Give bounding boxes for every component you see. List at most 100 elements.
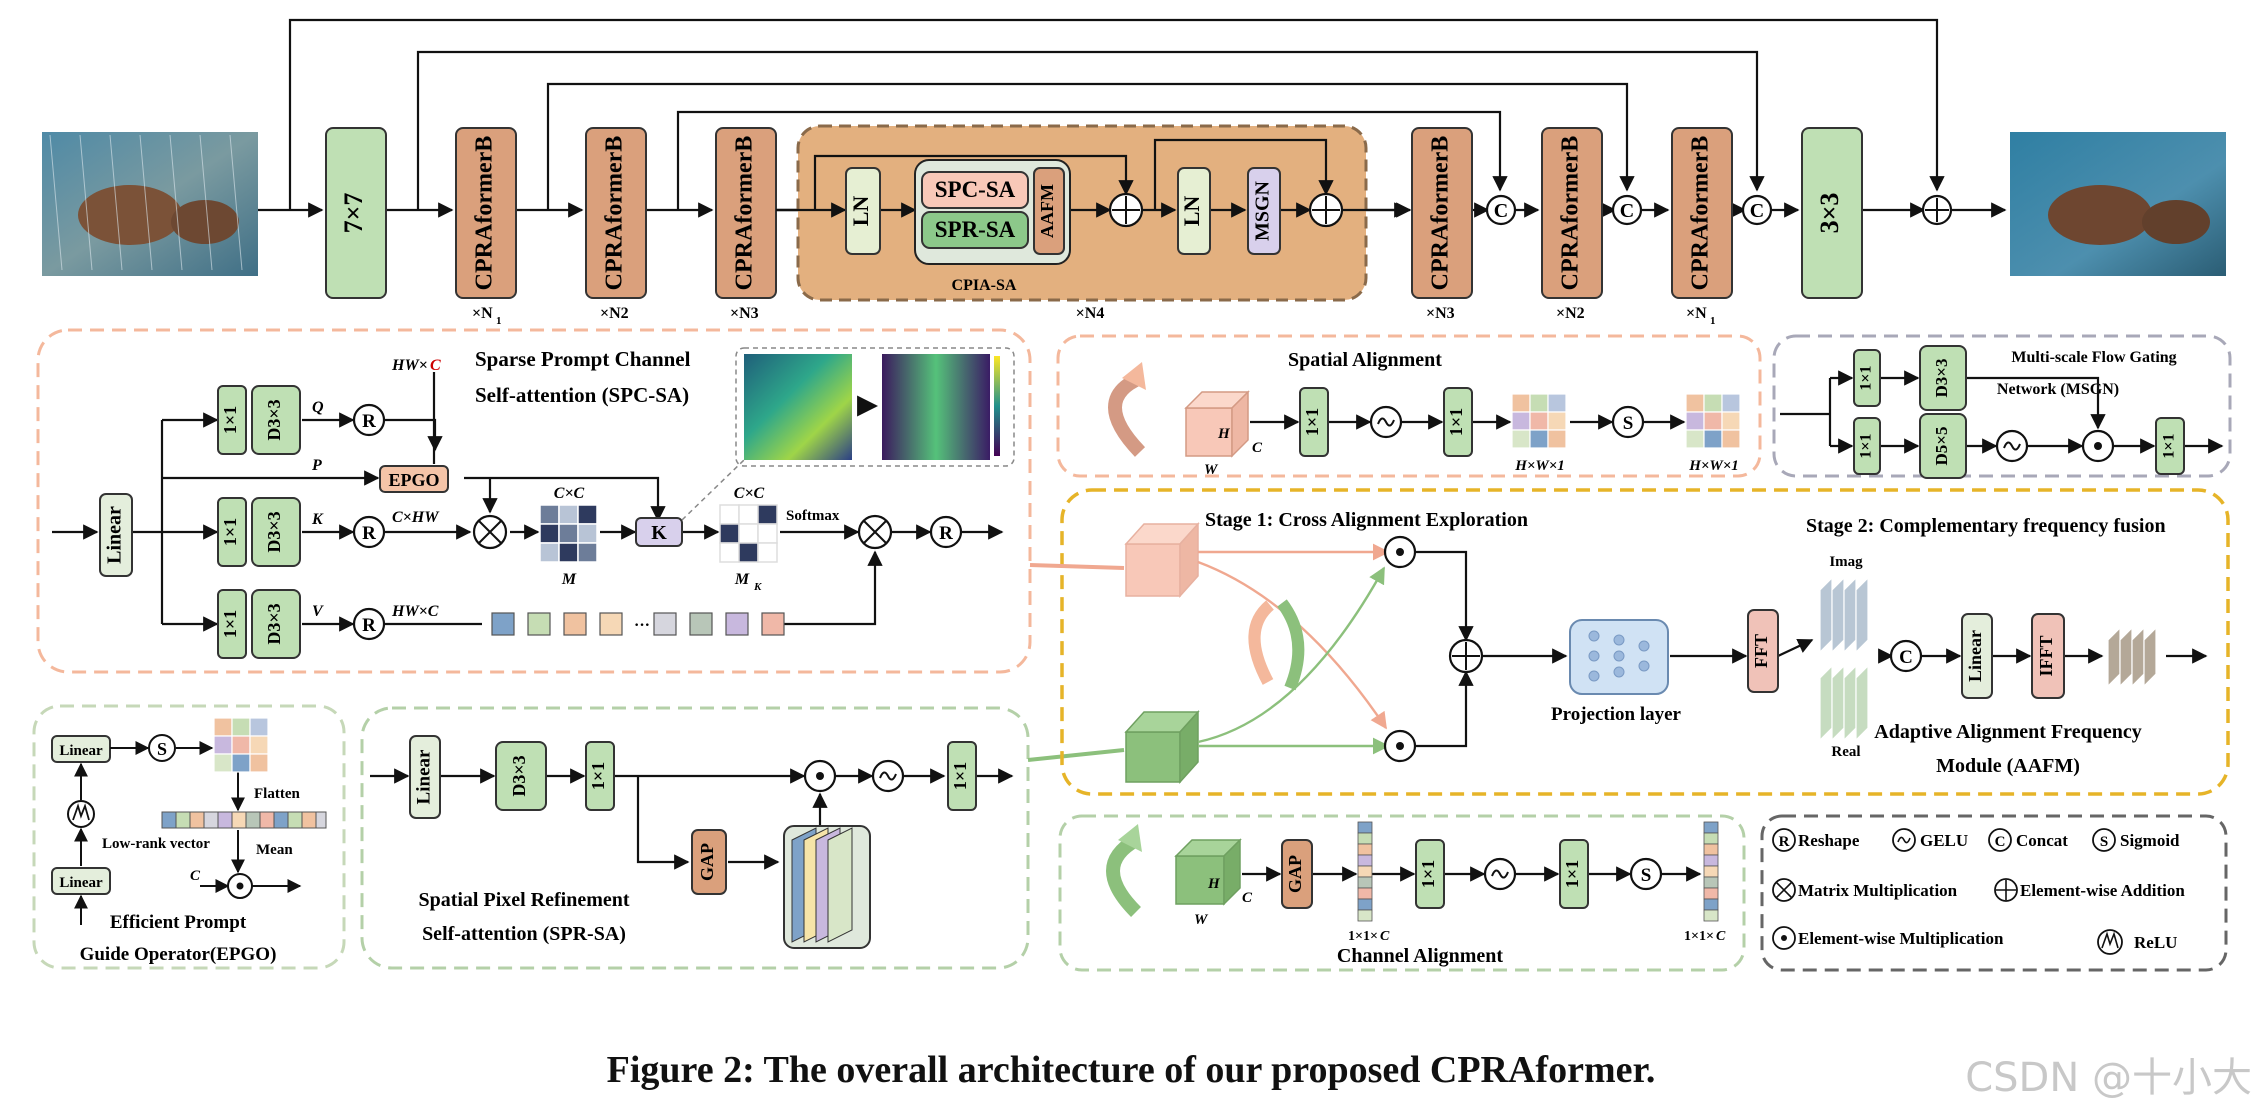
cpraformer-block-1: CPRAformerB ×N 1 bbox=[455, 127, 517, 327]
svg-text:Element-wise Addition: Element-wise Addition bbox=[2020, 881, 2185, 900]
svg-text:Concat: Concat bbox=[2016, 831, 2068, 850]
svg-text:Module (AAFM): Module (AAFM) bbox=[1936, 755, 2080, 777]
svg-text:C×C: C×C bbox=[554, 485, 585, 502]
final-add bbox=[1921, 194, 1953, 226]
figure-caption: Figure 2: The overall architecture of ou… bbox=[606, 1049, 1656, 1091]
legend-matmul: Matrix Multiplication bbox=[1772, 878, 1958, 902]
svg-text:M: M bbox=[734, 571, 750, 588]
svg-text:×N3: ×N3 bbox=[1426, 305, 1455, 322]
epgo-panel: Linear Linear S Flatten bbox=[32, 704, 346, 970]
svg-text:C: C bbox=[430, 357, 441, 374]
svg-text:P: P bbox=[311, 457, 322, 474]
svg-text:H×W×1: H×W×1 bbox=[1688, 458, 1739, 474]
svg-text:W: W bbox=[1204, 462, 1219, 478]
cpia-sa-container: CPIA-SA ×N4 LN SPC-SA SPR-SA AAFM LN MSG… bbox=[776, 124, 1412, 322]
svg-text:GAP: GAP bbox=[697, 843, 717, 881]
svg-text:Sparse Prompt Channel: Sparse Prompt Channel bbox=[475, 347, 691, 371]
svg-text:C: C bbox=[190, 868, 201, 884]
svg-text:K: K bbox=[651, 522, 667, 544]
conv-7x7-label: 7×7 bbox=[339, 193, 368, 234]
svg-text:R: R bbox=[362, 523, 376, 544]
svg-text:×N2: ×N2 bbox=[600, 305, 629, 322]
svg-text:Channel Alignment: Channel Alignment bbox=[1337, 945, 1503, 967]
svg-text:HW×: HW× bbox=[391, 357, 428, 374]
legend-mul: Element-wise Multiplication bbox=[1772, 926, 2004, 950]
svg-text:D3×3: D3×3 bbox=[1932, 359, 1951, 398]
svg-text:D3×3: D3×3 bbox=[264, 399, 284, 440]
legend-gelu: GELU bbox=[1892, 828, 1968, 852]
svg-text:C×C: C×C bbox=[734, 485, 765, 502]
svg-text:S: S bbox=[2100, 834, 2108, 850]
svg-text:1×1×: 1×1× bbox=[1684, 929, 1714, 944]
svg-text:1×1: 1×1 bbox=[1858, 365, 1875, 390]
svg-text:CPRAformerB: CPRAformerB bbox=[732, 136, 758, 291]
cpraformer-block-4: CPRAformerB ×N3 bbox=[1411, 127, 1473, 322]
svg-text:1×1: 1×1 bbox=[588, 762, 608, 790]
svg-text:C×HW: C×HW bbox=[392, 509, 440, 526]
svg-text:1×1: 1×1 bbox=[1418, 860, 1438, 888]
svg-text:×N: ×N bbox=[1686, 305, 1707, 322]
svg-text:LN: LN bbox=[848, 196, 873, 227]
svg-text:FFT: FFT bbox=[1751, 634, 1771, 668]
svg-text:1×1: 1×1 bbox=[220, 518, 240, 546]
svg-text:···: ··· bbox=[634, 617, 650, 634]
svg-text:CPIA-SA: CPIA-SA bbox=[952, 277, 1017, 294]
legend-concat: C Concat bbox=[1988, 828, 2068, 852]
svg-text:×N3: ×N3 bbox=[730, 305, 759, 322]
svg-text:Softmax: Softmax bbox=[786, 508, 840, 524]
cpraformer-block-5: CPRAformerB ×N2 bbox=[1541, 127, 1603, 322]
svg-text:ReLU: ReLU bbox=[2134, 933, 2177, 952]
svg-text:Linear: Linear bbox=[59, 875, 103, 891]
concat-3: C bbox=[1741, 194, 1773, 226]
svg-text:IFFT: IFFT bbox=[2036, 635, 2056, 676]
cpraformer-block-3: CPRAformerB ×N3 bbox=[715, 127, 777, 322]
spr-sa-panel: Linear D3×3 1×1 GAP 1×1 Spatial Pixel Re… bbox=[360, 706, 1030, 970]
svg-text:Multi-scale Flow Gating: Multi-scale Flow Gating bbox=[2011, 349, 2176, 366]
channel-alignment-panel: H W C GAP 1×1× C 1×1 1×1 S bbox=[1058, 814, 1746, 972]
output-clean-image bbox=[2010, 132, 2226, 276]
watermark: CSDN @十小大 bbox=[1965, 1055, 2252, 1101]
svg-text:Linear: Linear bbox=[413, 749, 434, 804]
svg-text:Imag: Imag bbox=[1829, 554, 1863, 570]
legend-panel: R Reshape GELU C Concat S Sigmoid Matrix… bbox=[1760, 814, 2228, 972]
svg-text:Guide Operator(EPGO): Guide Operator(EPGO) bbox=[80, 944, 277, 965]
svg-text:S: S bbox=[157, 739, 167, 759]
svg-text:Linear: Linear bbox=[104, 506, 126, 564]
legend-relu: ReLU bbox=[2097, 929, 2177, 955]
svg-text:D3×3: D3×3 bbox=[264, 511, 284, 552]
svg-text:W: W bbox=[1194, 912, 1209, 928]
svg-text:MSGN: MSGN bbox=[1252, 180, 1274, 241]
concat-2: C bbox=[1611, 194, 1643, 226]
svg-text:R: R bbox=[1779, 834, 1790, 850]
svg-text:×N4: ×N4 bbox=[1076, 305, 1105, 322]
svg-text:H: H bbox=[1207, 876, 1221, 892]
conv-3x3-label: 3×3 bbox=[1815, 193, 1844, 234]
svg-text:C: C bbox=[1380, 929, 1390, 944]
svg-text:1×1: 1×1 bbox=[1446, 408, 1466, 436]
conv-7x7-box bbox=[325, 127, 387, 299]
svg-text:Sigmoid: Sigmoid bbox=[2120, 831, 2180, 850]
svg-text:Network (MSGN): Network (MSGN) bbox=[1997, 381, 2119, 398]
svg-text:1: 1 bbox=[1710, 315, 1716, 327]
svg-text:1×1: 1×1 bbox=[1302, 408, 1322, 436]
svg-text:V: V bbox=[312, 603, 324, 620]
svg-text:C: C bbox=[1716, 929, 1726, 944]
svg-text:Linear: Linear bbox=[1965, 630, 1985, 682]
svg-text:D5×5: D5×5 bbox=[1932, 427, 1951, 466]
svg-text:R: R bbox=[362, 411, 376, 432]
svg-text:SPR-SA: SPR-SA bbox=[935, 217, 1016, 242]
msgn-panel: Multi-scale Flow Gating Network (MSGN) 1… bbox=[1772, 334, 2232, 479]
svg-text:CPRAformerB: CPRAformerB bbox=[1688, 136, 1714, 291]
aafm-panel: Stage 1: Cross Alignment Exploration Sta… bbox=[1029, 488, 2230, 796]
svg-text:Real: Real bbox=[1831, 744, 1860, 760]
svg-text:1: 1 bbox=[496, 315, 502, 327]
svg-text:C: C bbox=[1750, 200, 1764, 222]
cpraformer-block-6: CPRAformerB ×N 1 bbox=[1671, 127, 1733, 327]
skip-connections bbox=[288, 18, 1945, 210]
svg-text:LN: LN bbox=[1179, 196, 1204, 227]
svg-text:C: C bbox=[1620, 200, 1634, 222]
svg-text:S: S bbox=[1623, 413, 1634, 434]
spc-sa-panel: Sparse Prompt Channel Self-attention (SP… bbox=[36, 328, 1032, 674]
svg-text:CPRAformerB: CPRAformerB bbox=[1428, 136, 1454, 291]
legend-add: Element-wise Addition bbox=[1994, 878, 2185, 902]
